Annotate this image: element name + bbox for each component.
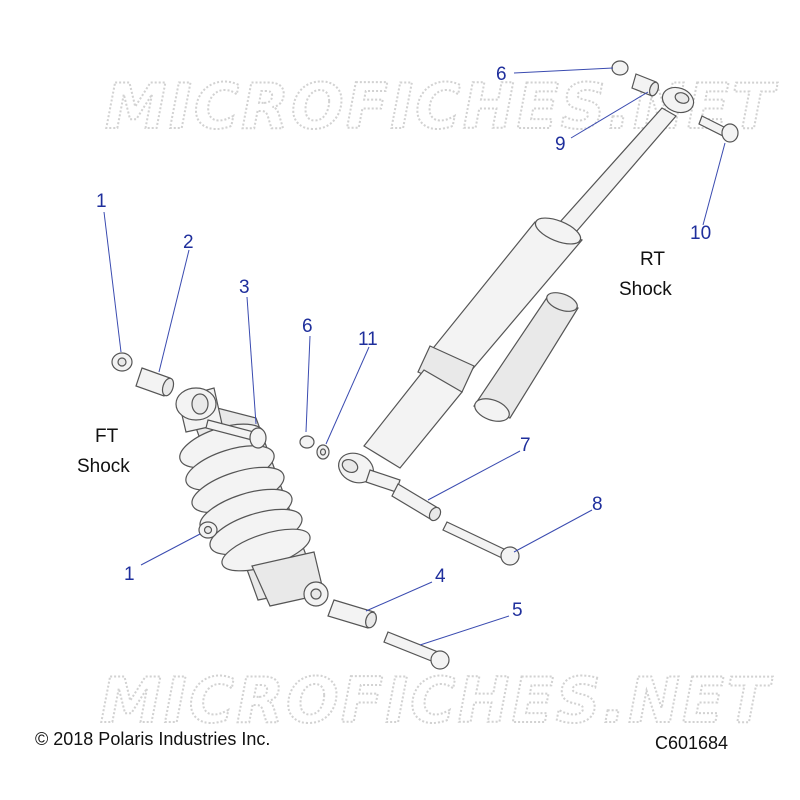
copyright-text: © 2018 Polaris Industries Inc. <box>35 729 270 749</box>
callout-rear-pin: 7 <box>520 435 531 456</box>
callout-front-lower-bolt: 5 <box>512 600 523 621</box>
rear-shock <box>338 86 695 493</box>
callout-front-lower-spacer: 4 <box>435 566 446 587</box>
watermark-bottom: MICROFICHES.NET <box>100 664 773 737</box>
front-shock <box>175 387 329 607</box>
leader-lines <box>103 67 726 646</box>
callout-front-spacer: 2 <box>183 232 194 253</box>
callout-rear-top-spacer: 9 <box>555 134 566 155</box>
callout-lower-nut: 6 <box>302 316 313 337</box>
diagram-code: C601684 <box>655 733 728 753</box>
front-shock-label-line1: FT <box>95 426 119 447</box>
watermark-top: MICROFICHES.NET <box>105 70 778 143</box>
front-shock-label-line2: Shock <box>77 456 130 477</box>
rear-shock-label-line2: Shock <box>619 279 672 300</box>
callout-rear-top-nut: 6 <box>496 64 507 85</box>
rear-hardware <box>299 60 739 566</box>
callout-front-nut-lower: 1 <box>124 564 135 585</box>
callout-washer: 11 <box>358 329 378 350</box>
front-hardware <box>111 352 450 670</box>
callout-rear-lower-bolt: 8 <box>592 494 603 515</box>
callout-rear-top-bolt: 10 <box>690 223 711 244</box>
callout-front-nut: 1 <box>96 191 107 212</box>
rear-shock-label-line1: RT <box>640 249 665 270</box>
callout-adjuster-bolt: 3 <box>239 277 250 298</box>
